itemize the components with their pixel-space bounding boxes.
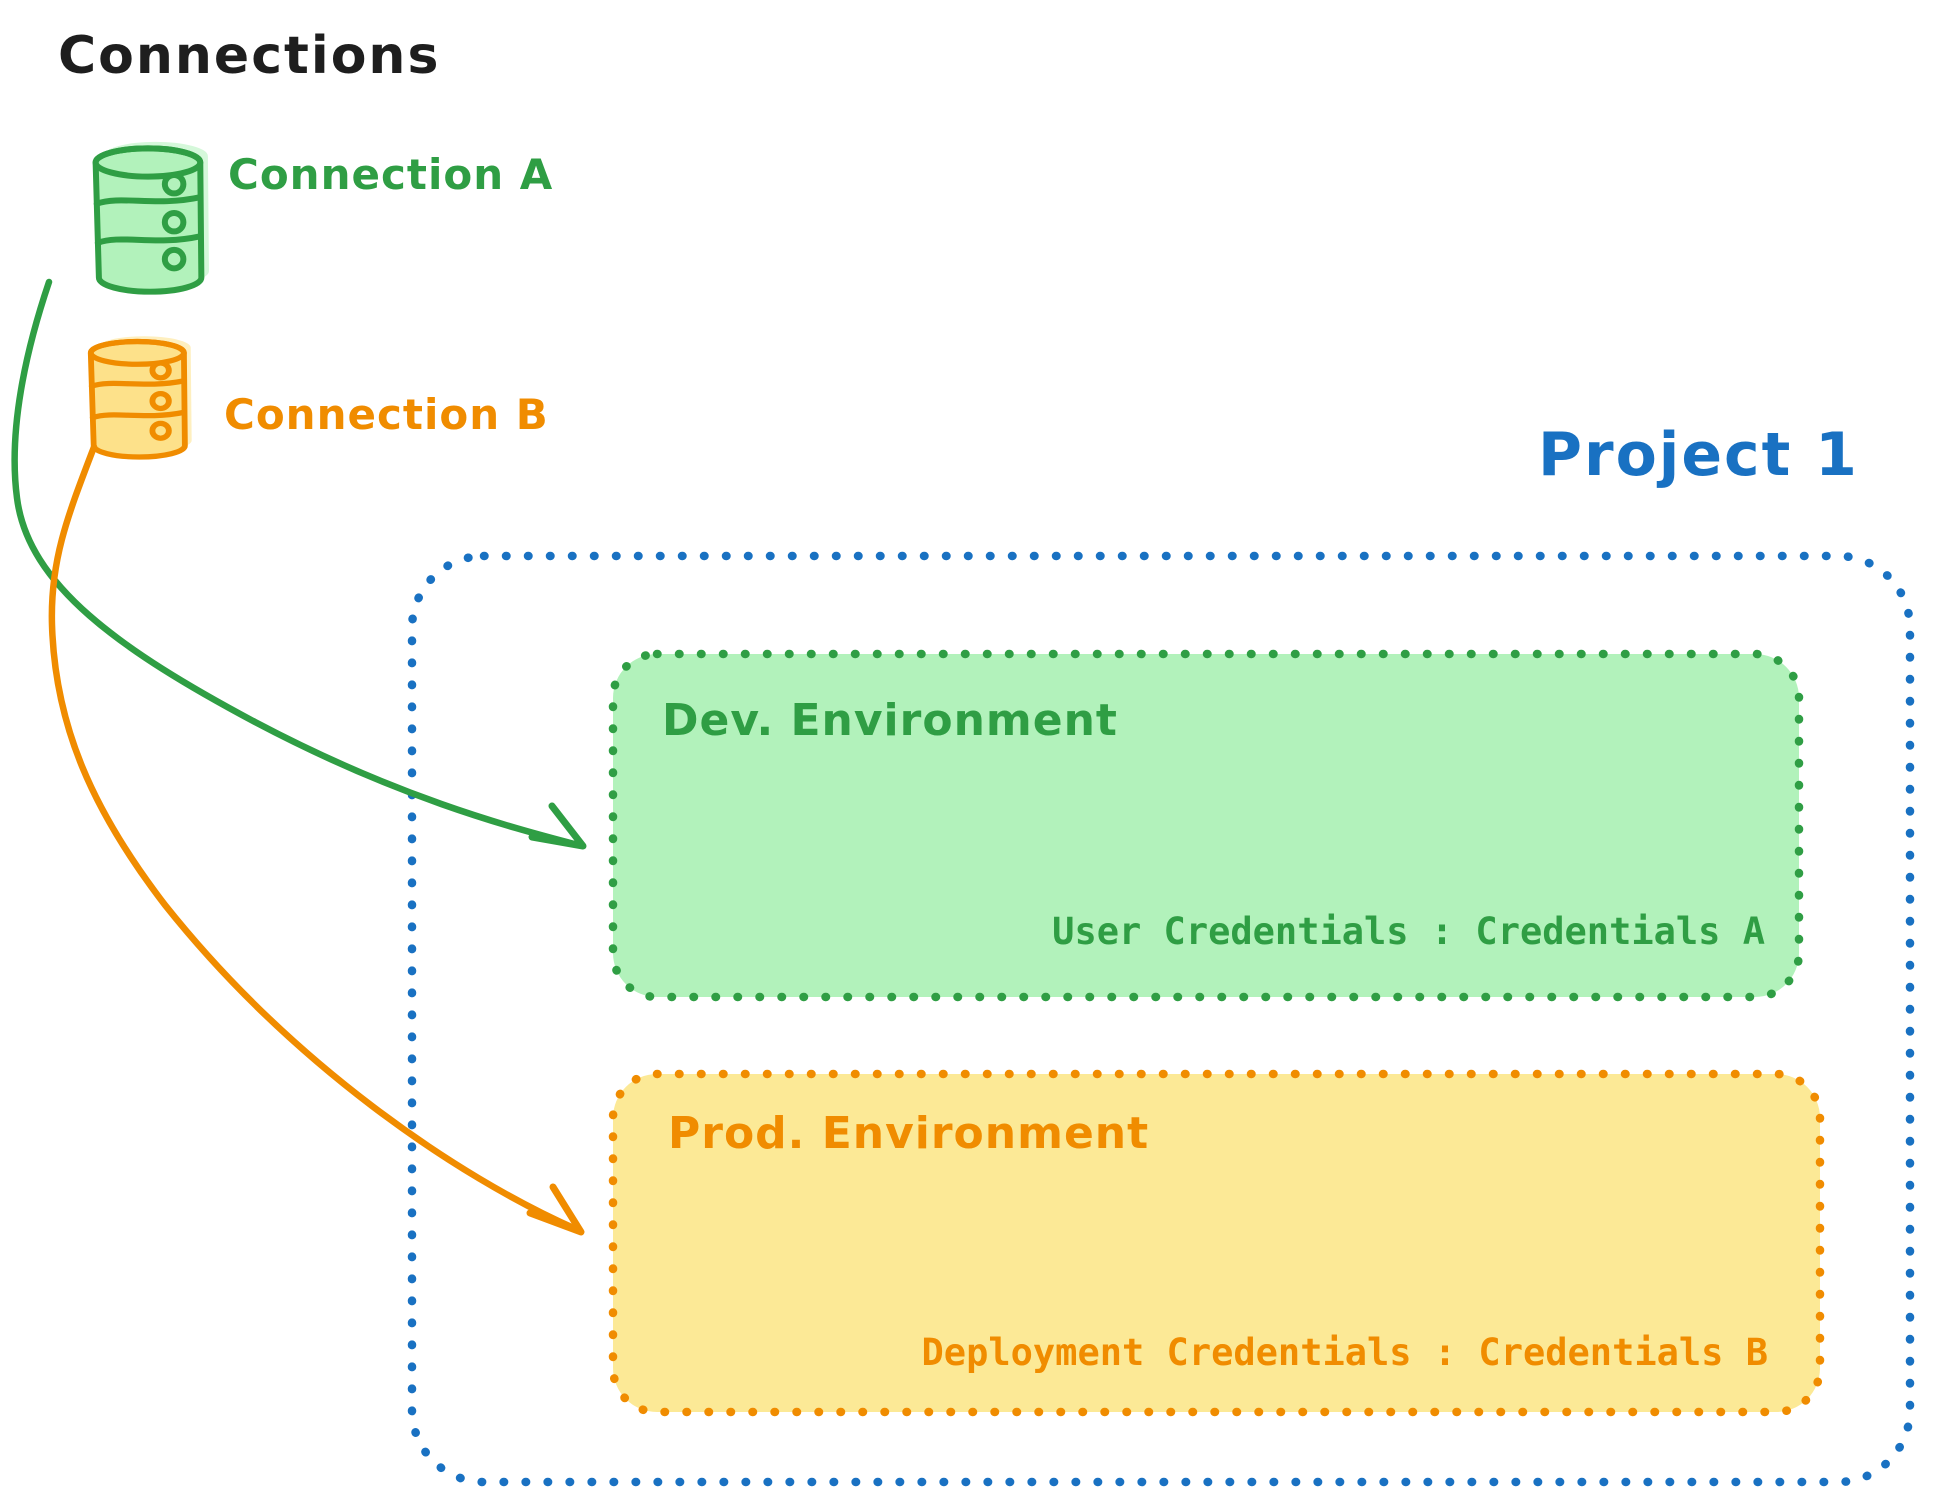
connection-a-label: Connection A	[228, 150, 554, 199]
project-box	[407, 551, 1915, 1487]
database-icon-light	[149, 420, 172, 441]
database-icon-light	[161, 171, 187, 197]
database-icon-divider	[89, 409, 187, 421]
project-title: Project 1	[1538, 420, 1859, 490]
database-icon-divider	[93, 194, 204, 207]
database-icon-light	[149, 390, 172, 412]
database-icon-top	[92, 145, 204, 180]
arrow-line	[48, 443, 582, 1234]
database-icon-top	[87, 338, 187, 367]
arrowhead	[528, 802, 587, 850]
arrow-connection-a-to-dev	[11, 278, 587, 850]
database-icon-divider	[94, 233, 204, 246]
prod-environment-credentials: Deployment Credentials : Credentials B	[921, 1331, 1768, 1374]
database-icon-connection-a	[92, 141, 209, 295]
database-icon-divider	[88, 378, 187, 389]
connection-b-label: Connection B	[224, 390, 549, 439]
arrow-connection-b-to-prod	[48, 443, 585, 1236]
dev-environment-title: Dev. Environment	[662, 695, 1118, 746]
database-icon-light	[149, 360, 172, 381]
arrow-line	[11, 278, 582, 849]
database-icon-light	[161, 246, 187, 272]
diagram-title: Connections	[58, 26, 441, 86]
prod-environment-box	[608, 1069, 1825, 1417]
prod-environment-title: Prod. Environment	[668, 1108, 1150, 1159]
dev-environment-credentials: User Credentials : Credentials A	[1052, 910, 1765, 953]
database-icon-light	[161, 209, 187, 235]
dev-environment-box	[608, 649, 1804, 1002]
arrowhead	[526, 1183, 585, 1236]
database-icon-connection-b	[87, 336, 192, 460]
